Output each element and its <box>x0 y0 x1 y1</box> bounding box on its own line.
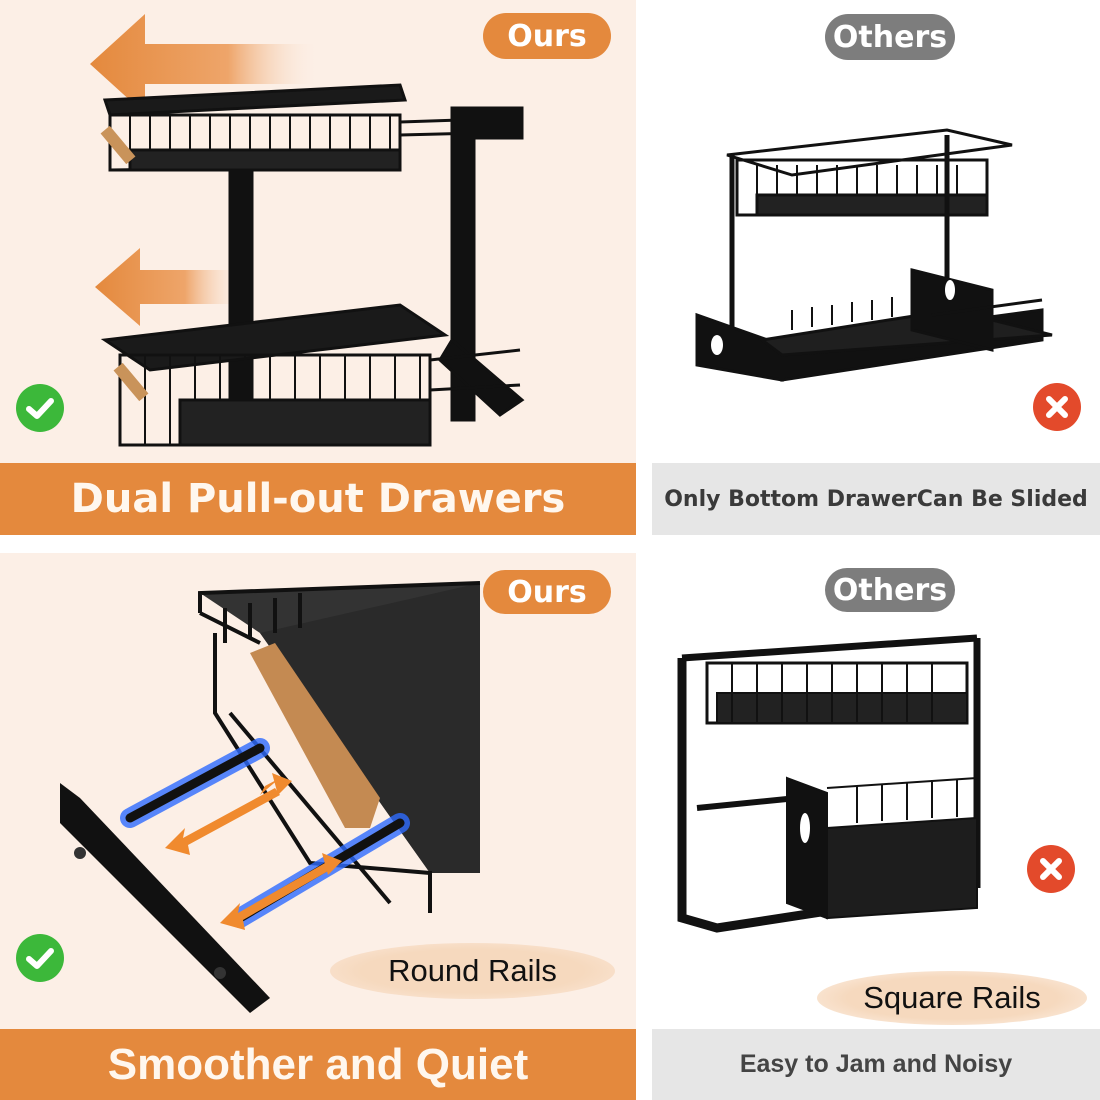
others-pill: Others <box>825 568 955 612</box>
banner-dual-pull-out-drawers: Dual Pull-out Drawers <box>0 463 636 535</box>
pull-arrow-icon <box>95 248 245 326</box>
panel-others-bottom-drawer-only: Others <box>652 0 1100 535</box>
panel-others-square-rails: Others <box>652 553 1100 1100</box>
cross-icon <box>1033 383 1081 431</box>
panel-ours-round-rails: Ours Round Rails Smoother and Quiet <box>0 553 636 1100</box>
ours-pill: Ours <box>483 570 611 614</box>
banner-only-bottom-drawer: Only Bottom DrawerCan Be Slided <box>652 463 1100 535</box>
ours-pill: Ours <box>483 13 611 59</box>
square-rails-label: Square Rails <box>817 971 1087 1025</box>
banner-smoother-and-quiet: Smoother and Quiet <box>0 1029 636 1100</box>
rack-bottom-drawer-only-illustration <box>695 128 1053 382</box>
round-rails-label: Round Rails <box>330 943 615 999</box>
round-rails-illustration <box>60 581 481 1013</box>
banner-easy-to-jam: Easy to Jam and Noisy <box>652 1029 1100 1100</box>
panel-ours-dual-drawers: Ours Dual Pull-out Drawers <box>0 0 636 535</box>
cross-icon <box>1027 845 1075 893</box>
check-icon <box>16 384 64 432</box>
others-pill: Others <box>825 14 955 60</box>
check-icon <box>16 934 64 982</box>
square-rails-illustration <box>677 634 981 933</box>
two-tier-rack-illustration <box>100 83 525 447</box>
pull-arrow-icon <box>90 14 320 114</box>
